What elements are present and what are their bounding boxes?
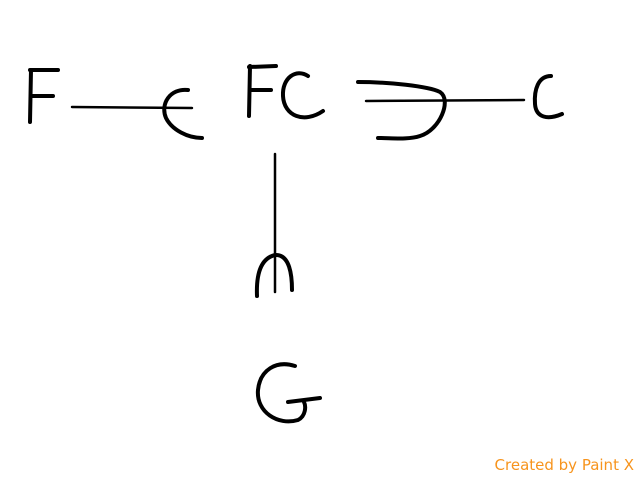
node-fc: Fc (247, 64, 325, 120)
node-g: G (255, 362, 322, 424)
connector-fc-to-c (356, 80, 526, 141)
connector-fc-to-g (254, 152, 294, 298)
ball-arc-right (356, 80, 447, 141)
connector-f-to-fc (70, 87, 204, 140)
socket-arc-left (162, 87, 204, 140)
socket-arc-bottom (254, 253, 294, 298)
node-c: C (532, 74, 564, 120)
node-f: F (28, 68, 60, 124)
paint-x-watermark: Created by Paint X (494, 456, 634, 474)
